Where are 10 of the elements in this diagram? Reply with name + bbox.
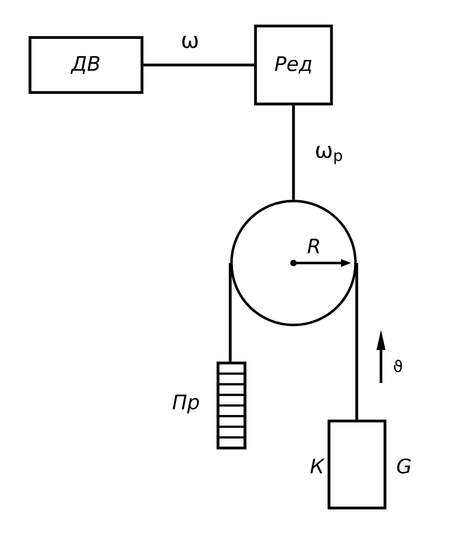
text-label: Пр: [172, 394, 199, 414]
text-label: ϑ: [394, 360, 402, 372]
pulley-circle: [230, 200, 357, 326]
text-label: G: [397, 458, 411, 474]
box: ДВ: [28, 36, 144, 94]
edge-label: ω: [180, 34, 200, 50]
box: Ред: [254, 24, 333, 106]
edge-label: ω$_{p}$: [314, 144, 344, 166]
text-label: К: [310, 458, 325, 474]
text-label: R: [308, 238, 320, 254]
